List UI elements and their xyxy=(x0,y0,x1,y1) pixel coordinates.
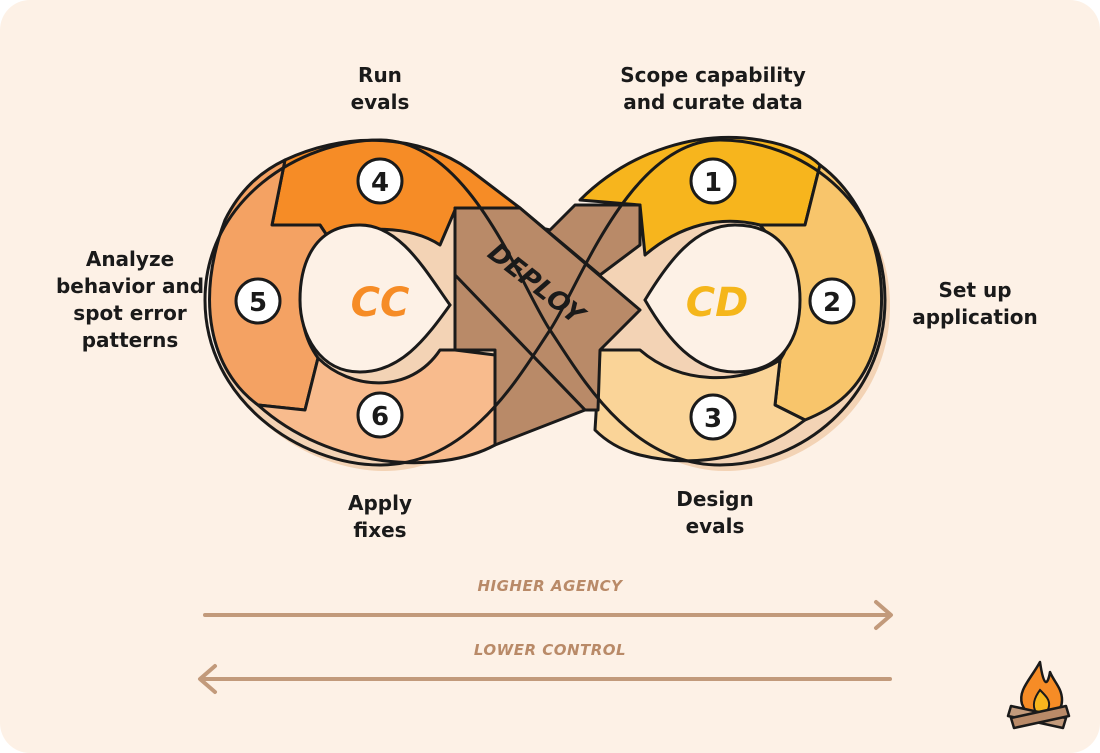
svg-text:5: 5 xyxy=(249,288,267,318)
stage-1-label: Scope capability and curate data xyxy=(620,63,806,114)
badge-6: 6 xyxy=(356,391,404,439)
stage-4-label: Run evals xyxy=(350,63,410,114)
svg-text:2: 2 xyxy=(823,288,841,318)
svg-text:6: 6 xyxy=(371,402,389,432)
badge-1: 1 xyxy=(689,157,737,205)
stage-5-label: Analyze behavior and spot error patterns xyxy=(55,247,205,352)
badge-3: 3 xyxy=(689,393,737,441)
badge-4: 4 xyxy=(356,157,404,205)
badge-2: 2 xyxy=(808,277,856,325)
svg-text:1: 1 xyxy=(704,168,722,198)
higher-agency-label: HIGHER AGENCY xyxy=(477,577,623,595)
higher-agency-arrow xyxy=(203,600,893,630)
lower-control-label: LOWER CONTROL xyxy=(473,641,627,659)
lower-control-arrow xyxy=(198,664,892,694)
left-loop-label: CC xyxy=(351,280,410,326)
stage-3-label: Design evals xyxy=(676,487,754,538)
stage-6-label: Apply fixes xyxy=(347,491,412,542)
right-loop-label: CD xyxy=(686,280,749,326)
campfire-icon xyxy=(1006,660,1071,730)
svg-text:4: 4 xyxy=(371,168,389,198)
badge-5: 5 xyxy=(234,277,282,325)
stage-2-label: Set up application xyxy=(912,278,1038,329)
deploy-band-lower xyxy=(453,273,587,447)
svg-text:3: 3 xyxy=(704,404,722,434)
right-loop-center xyxy=(643,223,802,374)
left-loop-center xyxy=(298,223,452,374)
